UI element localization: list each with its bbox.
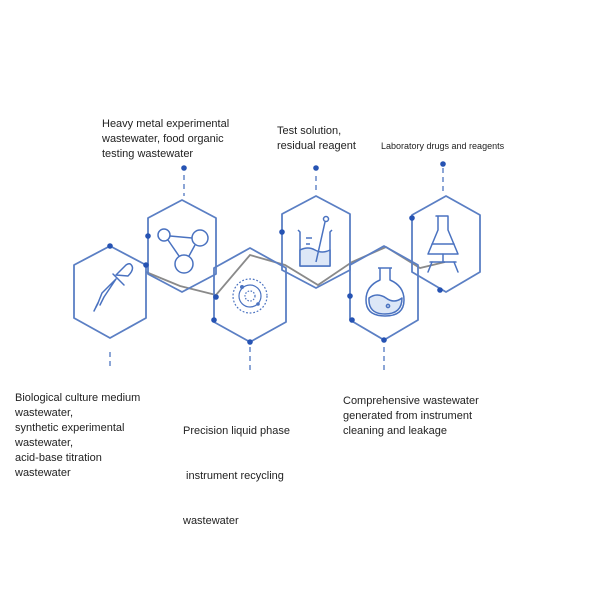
node-dot (247, 339, 253, 345)
caption-line: acid-base titration (15, 452, 102, 464)
caption-line: wastewater, (15, 437, 74, 449)
caption-line: wastewater (15, 467, 71, 479)
caption-line: Laboratory drugs and reagents (381, 141, 505, 151)
node-dot (440, 161, 446, 167)
caption-line: wastewater, (15, 407, 74, 419)
node-dot (145, 233, 151, 239)
caption-line: wastewater, food organic (102, 133, 224, 145)
node-dot (107, 243, 113, 249)
hexagon-frame-atom (213, 247, 287, 343)
node-dot (313, 165, 319, 171)
caption-line: synthetic experimental (15, 422, 125, 434)
caption-line: cleaning and leakage (343, 425, 447, 437)
node-dot (347, 293, 353, 299)
caption-line: instrument recycling (183, 470, 284, 482)
dropper-icon (93, 262, 134, 312)
node-dot (211, 317, 217, 323)
node-dot (213, 294, 219, 300)
node-dot (349, 317, 355, 323)
caption-line: Precision liquid phase (183, 425, 291, 437)
node-dot (437, 287, 443, 293)
caption-line: generated from instrument (343, 410, 473, 422)
hexagon-frame-dropper (73, 245, 147, 339)
hexagon-frame-beaker (281, 195, 351, 289)
caption-line: Test solution, (277, 125, 342, 137)
node-dot (143, 262, 149, 268)
molecule-icon (157, 228, 209, 274)
caption-atom: Precision liquid phase instrument recycl… (183, 394, 290, 544)
caption-line: Comprehensive wastewater (343, 395, 479, 407)
node-dot (181, 165, 187, 171)
caption-flask: Comprehensive wastewater generated from … (343, 394, 479, 439)
hexagon-frame-molecule (147, 199, 217, 293)
hexagon-frame-flask (349, 245, 419, 341)
caption-line: wastewater (183, 515, 239, 527)
round-flask-icon (365, 267, 405, 317)
beaker-icon (297, 215, 333, 267)
flask-stand-icon (427, 215, 459, 273)
caption-molecule: Heavy metal experimental wastewater, foo… (102, 117, 229, 162)
node-dot (279, 229, 285, 235)
node-dot (409, 215, 415, 221)
hexagon-frame-stand (411, 195, 481, 293)
caption-beaker: Test solution, residual reagent (277, 124, 356, 154)
node-dot (381, 337, 387, 343)
caption-stand: Laboratory drugs and reagents (381, 140, 504, 152)
caption-line: testing wastewater (102, 148, 194, 160)
caption-line: Biological culture medium (15, 392, 141, 404)
caption-dropper: Biological culture medium wastewater, sy… (15, 391, 140, 481)
caption-line: Heavy metal experimental (102, 118, 230, 130)
atom-icon (232, 278, 268, 314)
caption-line: residual reagent (277, 140, 356, 152)
